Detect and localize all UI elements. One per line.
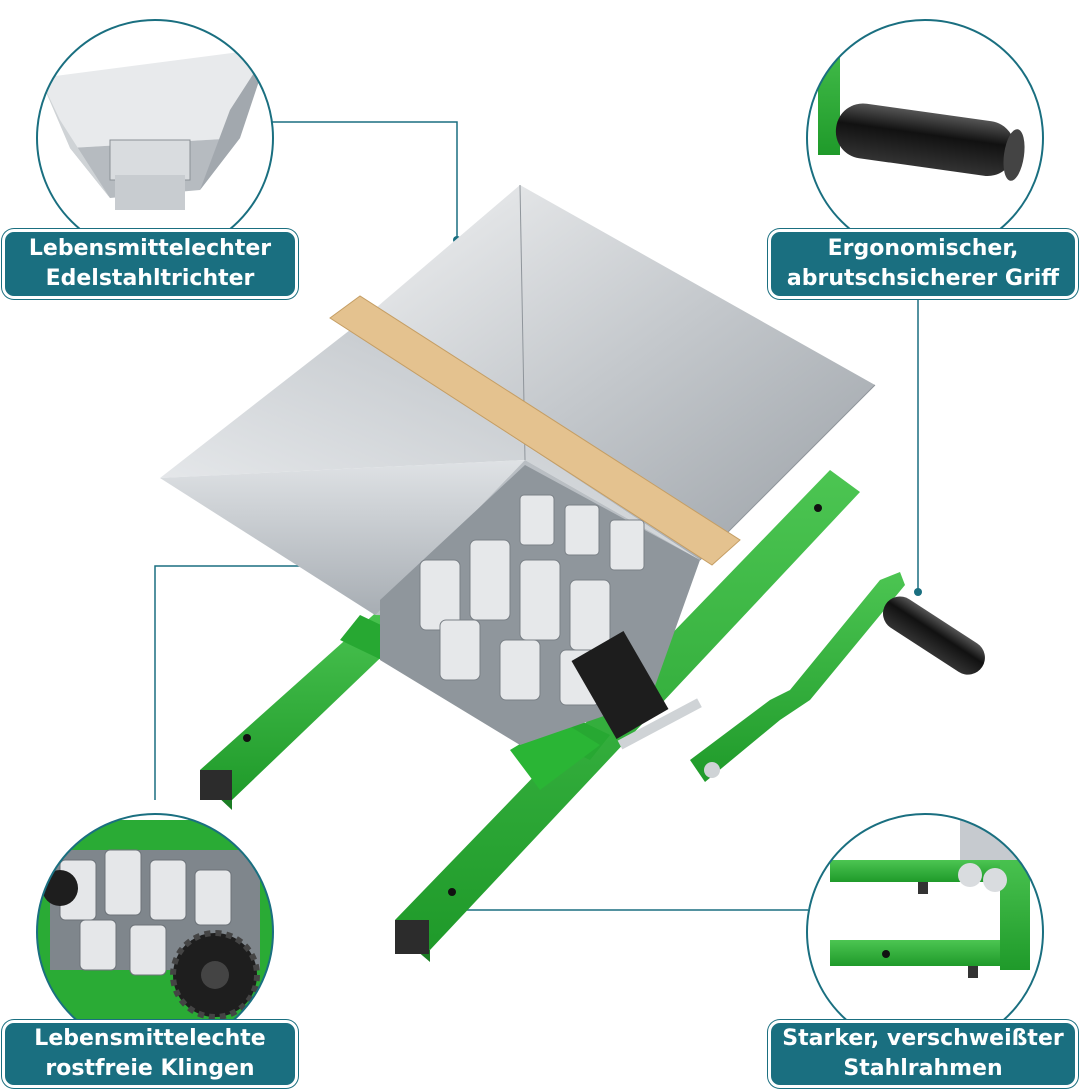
handle-detail-photo xyxy=(806,19,1044,257)
callout-handle-line2: abrutschsicherer Griff xyxy=(786,266,1060,291)
callout-hopper-line2: Edelstahltrichter xyxy=(45,266,255,291)
hopper-detail-photo xyxy=(36,19,274,257)
callout-frame-line1: Starker, verschweißter xyxy=(782,1026,1064,1051)
crank-handle xyxy=(690,572,985,782)
callout-blades-line1: Lebensmittelechte xyxy=(34,1026,266,1051)
callout-hopper-line1: Lebensmittelechter xyxy=(28,236,272,261)
callout-frame: Starker, verschweißter Stahlrahmen xyxy=(768,1020,1078,1088)
frame-detail-photo xyxy=(806,813,1044,1051)
callout-blades-line2: rostfreie Klingen xyxy=(45,1056,255,1081)
callout-blades: Lebensmittelechte rostfreie Klingen xyxy=(2,1020,298,1088)
blade-rollers xyxy=(380,465,702,750)
callout-handle: Ergonomischer, abrutschsicherer Griff xyxy=(768,229,1078,299)
callout-hopper: Lebensmittelechter Edelstahltrichter xyxy=(2,229,298,299)
callout-handle-line1: Ergonomischer, xyxy=(827,236,1019,261)
callout-frame-line2: Stahlrahmen xyxy=(843,1056,1003,1081)
blades-detail-photo xyxy=(36,813,274,1051)
wooden-bar xyxy=(329,295,741,566)
